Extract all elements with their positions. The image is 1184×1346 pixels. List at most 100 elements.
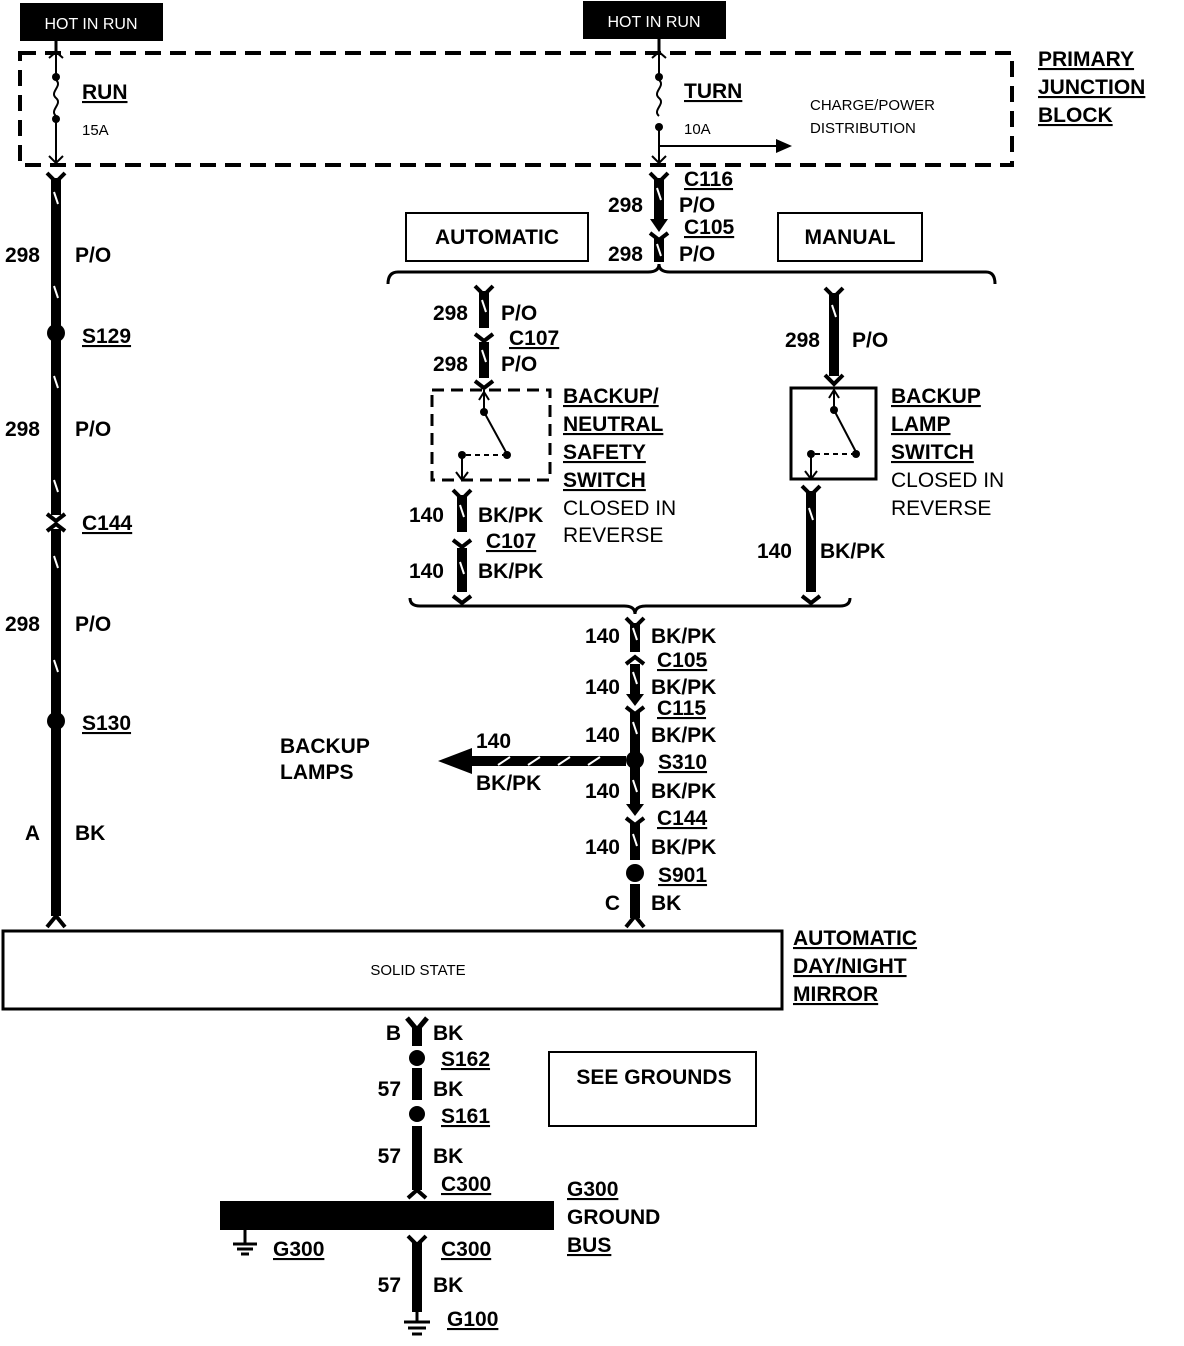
svg-text:298: 298 bbox=[5, 613, 40, 636]
mirror-pin-c: C bbox=[605, 892, 620, 915]
svg-text:140: 140 bbox=[585, 724, 620, 747]
svg-text:BK/PK: BK/PK bbox=[651, 625, 716, 648]
svg-text:P/O: P/O bbox=[75, 418, 111, 441]
ground-g100-label: G100 bbox=[447, 1308, 498, 1331]
connector-c300-top-label: C300 bbox=[441, 1173, 491, 1196]
splice-s901-label: S901 bbox=[658, 864, 707, 887]
svg-text:140: 140 bbox=[585, 676, 620, 699]
svg-text:140: 140 bbox=[585, 836, 620, 859]
svg-text:BUS: BUS bbox=[567, 1234, 611, 1257]
svg-text:BK: BK bbox=[75, 822, 105, 845]
connector-c300-bottom-label: C300 bbox=[441, 1238, 491, 1261]
svg-text:P/O: P/O bbox=[75, 244, 111, 267]
automatic-branch: 298 P/O C107 298 P/O BACKUP/ NEUTRAL SAF… bbox=[409, 284, 676, 606]
backup-neutral-safety-switch-label: BACKUP/ bbox=[563, 385, 659, 408]
svg-text:MIRROR: MIRROR bbox=[793, 983, 878, 1006]
svg-text:P/O: P/O bbox=[501, 302, 537, 325]
svg-text:298: 298 bbox=[433, 353, 468, 376]
svg-text:SWITCH: SWITCH bbox=[891, 441, 974, 464]
svg-text:P/O: P/O bbox=[852, 329, 888, 352]
ground-path: B BK S162 57 BK S161 57 BK C300 G300 GRO… bbox=[220, 1016, 757, 1336]
svg-text:DISTRIBUTION: DISTRIBUTION bbox=[810, 120, 916, 137]
svg-text:BK: BK bbox=[433, 1145, 463, 1168]
svg-text:P/O: P/O bbox=[679, 194, 715, 217]
svg-text:LAMP: LAMP bbox=[891, 413, 951, 436]
svg-text:BK: BK bbox=[433, 1022, 463, 1045]
svg-text:MANUAL: MANUAL bbox=[805, 226, 896, 249]
svg-text:BK: BK bbox=[433, 1274, 463, 1297]
connector-c116-label: C116 bbox=[684, 168, 733, 191]
primary-junction-block: PRIMARY JUNCTION BLOCK RUN 15A TURN 10A bbox=[18, 48, 1145, 167]
svg-text:140: 140 bbox=[409, 504, 444, 527]
svg-text:SWITCH: SWITCH bbox=[563, 469, 646, 492]
splice-s162-label: S162 bbox=[441, 1048, 490, 1071]
power-source-right-label: HOT IN RUN bbox=[607, 14, 700, 31]
mirror-pin-a: A bbox=[25, 822, 40, 845]
svg-text:140: 140 bbox=[757, 540, 792, 563]
mirror-title: AUTOMATIC bbox=[793, 927, 917, 950]
see-grounds-reference: SEE GROUNDS bbox=[548, 1051, 757, 1127]
svg-text:140: 140 bbox=[585, 780, 620, 803]
svg-text:SEE GROUNDS: SEE GROUNDS bbox=[576, 1066, 731, 1089]
svg-text:LAMPS: LAMPS bbox=[280, 761, 354, 784]
svg-text:298: 298 bbox=[785, 329, 820, 352]
junction-block-title: PRIMARY bbox=[1038, 48, 1134, 71]
svg-text:REVERSE: REVERSE bbox=[563, 524, 663, 547]
option-manual: MANUAL bbox=[777, 212, 923, 262]
backup-lamp-switch bbox=[789, 386, 878, 481]
svg-text:57: 57 bbox=[378, 1145, 401, 1168]
center-bottom-circuit: 140 BK/PK C105 140 BK/PK C115 140 BK/PK … bbox=[585, 616, 716, 929]
svg-text:BK/PK: BK/PK bbox=[820, 540, 885, 563]
splice-s310-label: S310 bbox=[658, 751, 707, 774]
ground-g300-label: G300 bbox=[273, 1238, 324, 1261]
ground-g300-icon bbox=[233, 1230, 257, 1256]
svg-text:298: 298 bbox=[433, 302, 468, 325]
svg-text:BK/PK: BK/PK bbox=[651, 780, 716, 803]
svg-text:P/O: P/O bbox=[679, 243, 715, 266]
connector-c144-right-label: C144 bbox=[657, 807, 708, 830]
svg-text:140: 140 bbox=[409, 560, 444, 583]
power-source-left-label: HOT IN RUN bbox=[44, 16, 137, 33]
ground-g100-icon bbox=[404, 1312, 430, 1336]
svg-text:298: 298 bbox=[608, 194, 643, 217]
svg-text:57: 57 bbox=[378, 1274, 401, 1297]
option-automatic: AUTOMATIC bbox=[405, 212, 589, 262]
svg-text:DAY/NIGHT: DAY/NIGHT bbox=[793, 955, 907, 978]
svg-text:BK: BK bbox=[651, 892, 681, 915]
svg-text:140: 140 bbox=[585, 625, 620, 648]
svg-text:298: 298 bbox=[5, 418, 40, 441]
fuse-run: RUN 15A bbox=[48, 50, 128, 165]
svg-text:CLOSED IN: CLOSED IN bbox=[563, 497, 676, 520]
svg-text:BK/PK: BK/PK bbox=[651, 836, 716, 859]
svg-text:GROUND: GROUND bbox=[567, 1206, 660, 1229]
backup-neutral-safety-switch bbox=[430, 388, 552, 482]
splice-s161-label: S161 bbox=[441, 1105, 490, 1128]
ground-bus bbox=[220, 1201, 554, 1230]
center-top-circuit: C116 298 P/O C105 298 P/O bbox=[608, 168, 735, 266]
connector-c115-label: C115 bbox=[657, 697, 706, 720]
svg-text:BK/PK: BK/PK bbox=[651, 724, 716, 747]
brace-top bbox=[386, 263, 997, 285]
svg-text:NEUTRAL: NEUTRAL bbox=[563, 413, 663, 436]
fuse-run-name: RUN bbox=[82, 81, 128, 104]
connector-c105-bottom-label: C105 bbox=[657, 649, 708, 672]
mirror-inner-label: SOLID STATE bbox=[370, 962, 465, 979]
svg-text:BK/PK: BK/PK bbox=[478, 504, 543, 527]
backup-lamps-feed: BACKUP LAMPS 140 BK/PK bbox=[280, 730, 626, 795]
connector-c107-top-label: C107 bbox=[509, 327, 559, 350]
svg-text:BK: BK bbox=[433, 1078, 463, 1101]
svg-text:BK/PK: BK/PK bbox=[651, 676, 716, 699]
svg-text:SAFETY: SAFETY bbox=[563, 441, 646, 464]
svg-text:57: 57 bbox=[378, 1078, 401, 1101]
svg-text:CLOSED IN: CLOSED IN bbox=[891, 469, 1004, 492]
svg-text:P/O: P/O bbox=[75, 613, 111, 636]
splice-s901 bbox=[626, 864, 644, 882]
left-circuit: 298 P/O S129 298 P/O C144 298 P/O S130 A… bbox=[5, 171, 133, 929]
automatic-day-night-mirror: SOLID STATE AUTOMATIC DAY/NIGHT MIRROR bbox=[1, 927, 917, 1011]
fuse-turn-rating: 10A bbox=[684, 121, 711, 138]
svg-text:JUNCTION: JUNCTION bbox=[1038, 76, 1145, 99]
power-source-right: HOT IN RUN bbox=[583, 1, 726, 39]
brace-bottom bbox=[408, 597, 852, 615]
backup-lamps-label: BACKUP bbox=[280, 735, 370, 758]
splice-s162 bbox=[409, 1050, 425, 1066]
